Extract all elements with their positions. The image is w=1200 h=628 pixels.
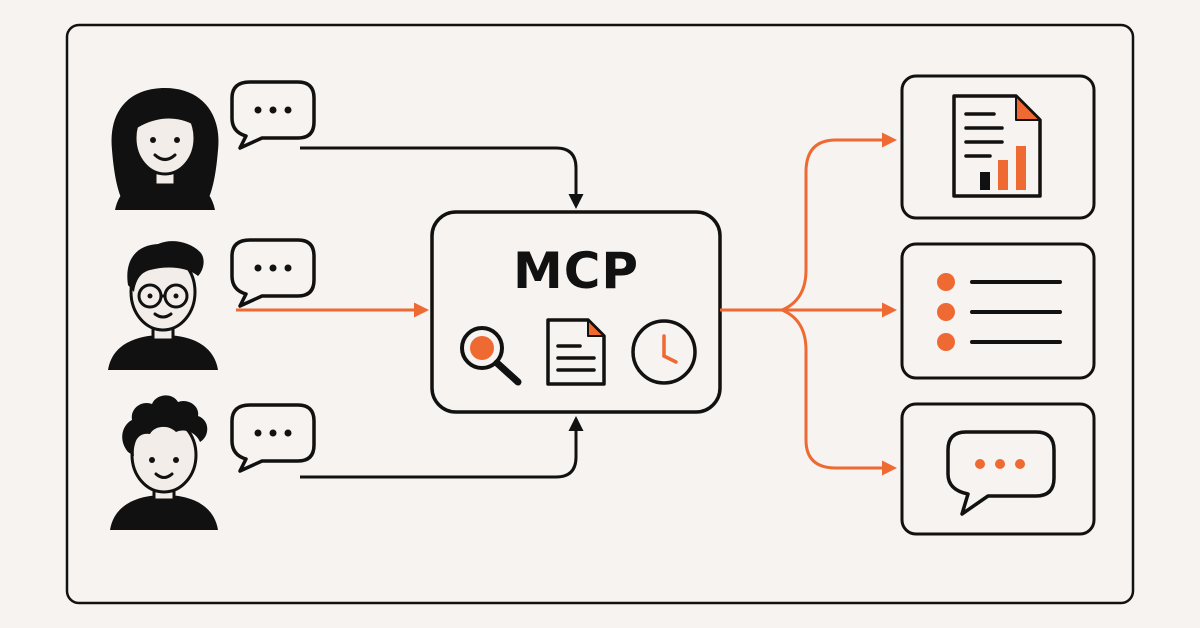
user-woman	[111, 80, 316, 210]
connector-hub-to-chat	[781, 308, 897, 476]
bulleted-list-icon	[937, 273, 1062, 351]
clock-icon	[631, 319, 697, 385]
woman-avatar-icon	[111, 88, 219, 210]
speech-bubble-ellipsis-icon	[946, 430, 1056, 516]
man-glasses-avatar-icon	[108, 241, 218, 370]
curly-hair-avatar-icon	[110, 395, 218, 530]
document-icon	[546, 318, 606, 386]
connector-user3-to-hub	[300, 416, 584, 479]
search-icon	[460, 326, 522, 386]
connector-user1-to-hub	[300, 146, 584, 209]
outer-frame	[65, 23, 1135, 605]
output-report	[900, 74, 1096, 220]
user-man-glasses	[108, 238, 316, 370]
mcp-hub: MCP	[430, 210, 722, 414]
output-list	[900, 242, 1096, 380]
user-curly-hair	[110, 395, 316, 530]
hub-title: MCP	[513, 242, 639, 300]
report-chart-document-icon	[952, 94, 1042, 198]
output-chat	[900, 402, 1096, 536]
speech-bubble-ellipsis-icon	[230, 238, 316, 308]
speech-bubble-ellipsis-icon	[230, 403, 316, 473]
speech-bubble-ellipsis-icon	[230, 80, 316, 150]
connector-hub-to-report	[781, 132, 897, 312]
